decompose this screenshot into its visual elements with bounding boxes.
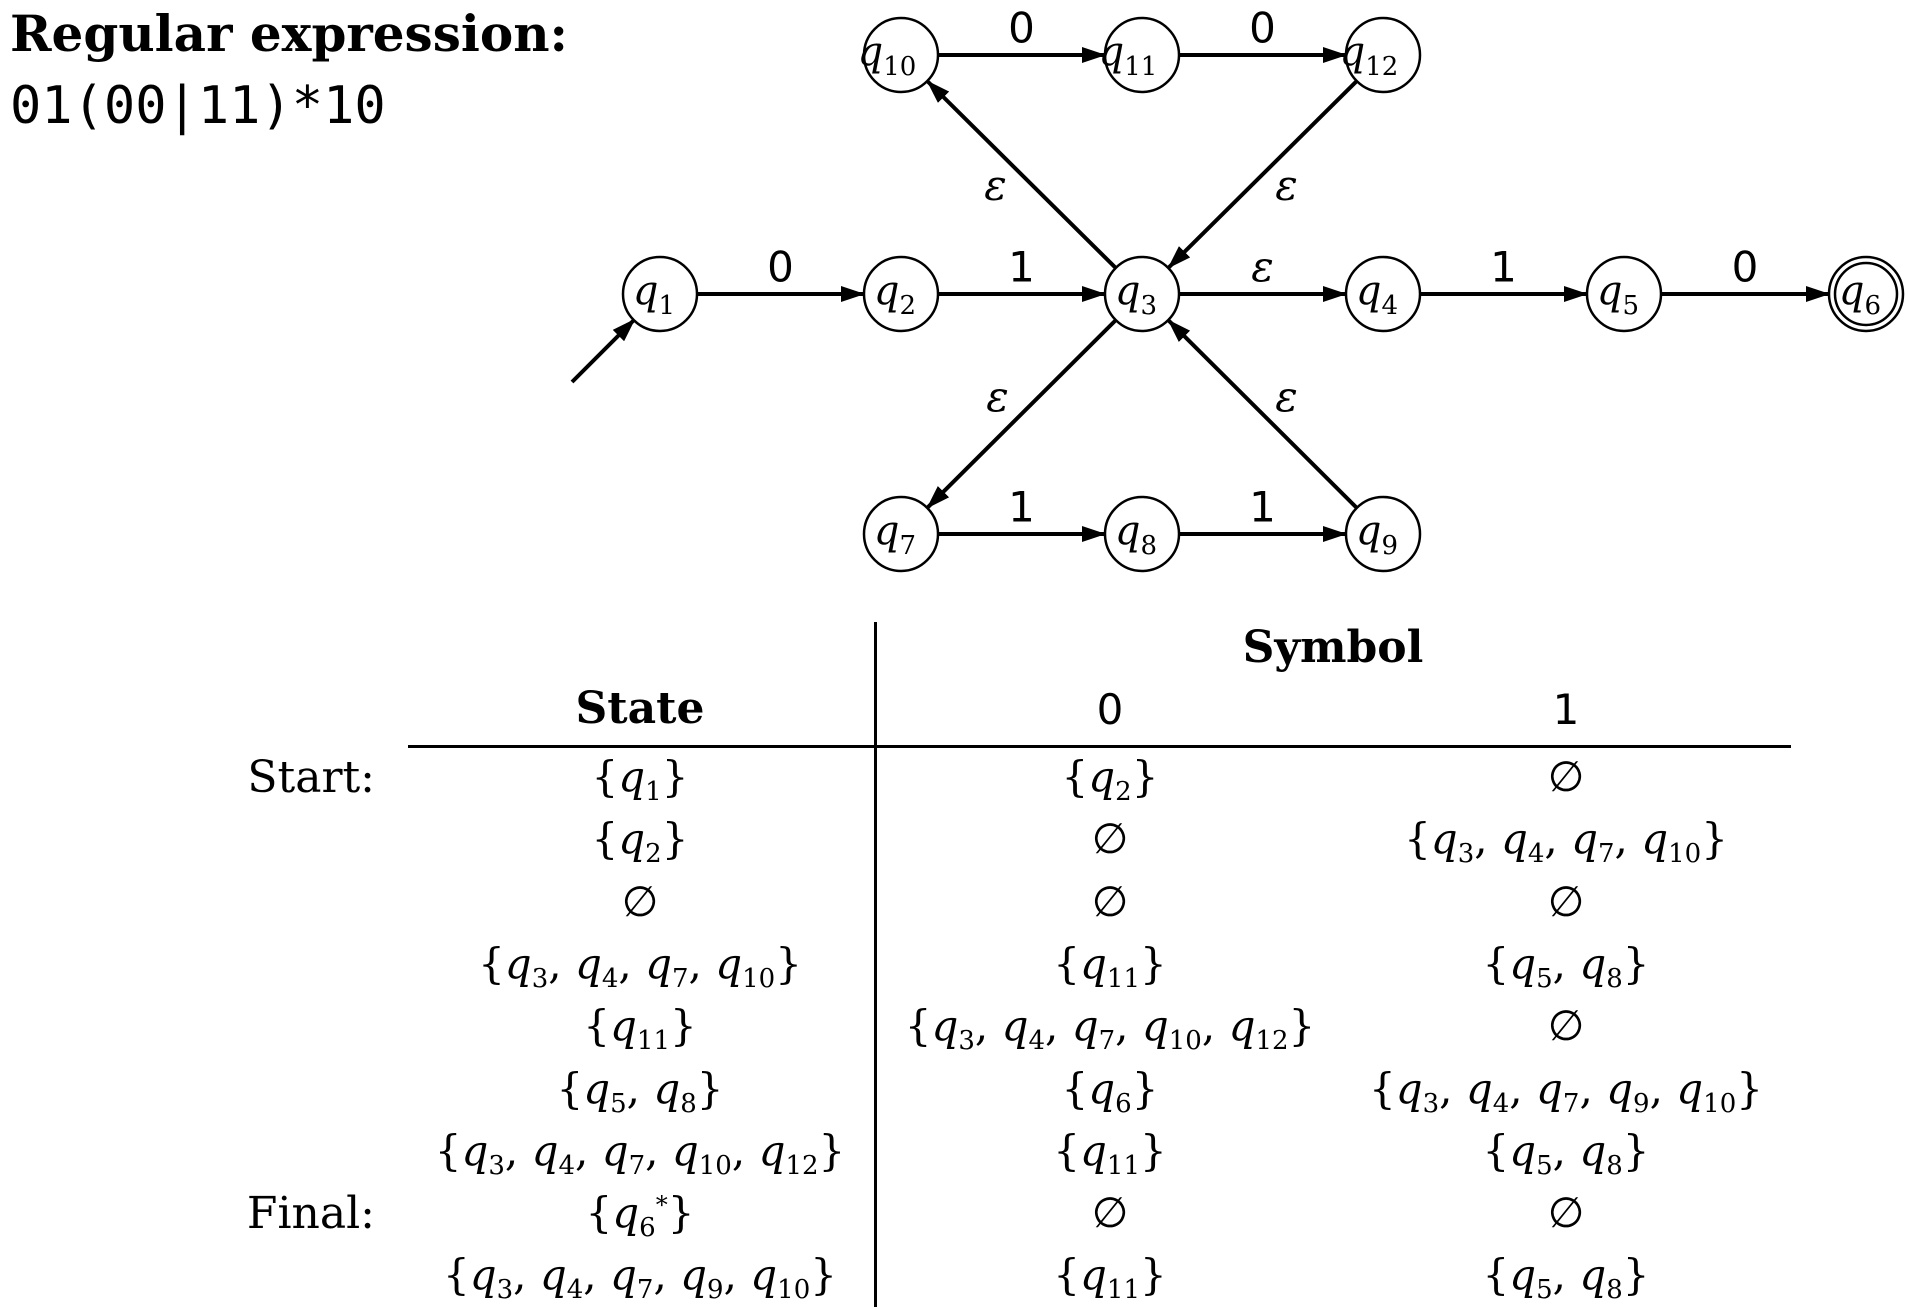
state-circle — [1585, 255, 1663, 333]
state-circle — [1103, 495, 1181, 573]
edge-label-q10-q11: 0 — [1008, 4, 1035, 53]
cell-on-1: {q3, q4, q7, q9, q10} — [1368, 1064, 1764, 1119]
row-label: Final: — [246, 1188, 375, 1239]
state-circle — [1103, 16, 1181, 94]
cell-on-1: ∅ — [1547, 1001, 1585, 1050]
state-label: q5 — [1597, 268, 1639, 321]
edge-label-q2-q3: 1 — [1008, 243, 1035, 292]
cell-on-0: ∅ — [1091, 814, 1129, 863]
state-q7: q7 — [862, 495, 940, 573]
state-circle — [621, 255, 699, 333]
cell-on-0: {q11} — [1053, 1126, 1167, 1181]
cell-on-1: ∅ — [1547, 877, 1585, 926]
edge-q9-q3 — [1167, 319, 1359, 510]
symbol-header: Symbol — [1242, 622, 1424, 673]
cell-state: {q3, q4, q7, q9, q10} — [442, 1250, 838, 1305]
state-label: q9 — [1356, 508, 1398, 561]
state-circle — [1344, 16, 1422, 94]
cell-on-0: {q11} — [1053, 1250, 1167, 1305]
column-rule — [874, 622, 877, 1307]
cell-on-0: ∅ — [1091, 1188, 1129, 1237]
cell-state: {q6*} — [585, 1188, 695, 1243]
cell-state: {q5, q8} — [556, 1064, 724, 1119]
state-label: q7 — [874, 508, 916, 561]
state-q12: q12 — [1340, 16, 1422, 94]
state-circle — [862, 495, 940, 573]
state-q3: q3 — [1103, 255, 1181, 333]
header-rule — [408, 745, 1791, 748]
cell-on-1: {q5, q8} — [1482, 1250, 1650, 1305]
regex-heading: Regular expression: — [10, 4, 569, 63]
state-label: q1 — [633, 268, 675, 321]
edge-label-q11-q12: 0 — [1249, 4, 1276, 53]
cell-state: ∅ — [621, 877, 659, 926]
edge-label-q4-q5: 1 — [1490, 243, 1517, 292]
edge-q12-q3 — [1167, 79, 1359, 269]
state-label: q8 — [1115, 508, 1157, 561]
cell-on-0: ∅ — [1091, 877, 1129, 926]
state-q8: q8 — [1103, 495, 1181, 573]
edge-label-q7-q8: 1 — [1008, 483, 1035, 532]
edge-label-q3-q4: ε — [1251, 242, 1274, 291]
state-label: q12 — [1340, 29, 1399, 82]
symbol-1-header: 1 — [1552, 685, 1580, 734]
state-q2: q2 — [862, 255, 940, 333]
cell-on-1: {q5, q8} — [1482, 939, 1650, 994]
cell-state: {q2} — [591, 814, 689, 869]
cell-state: {q11} — [583, 1001, 697, 1056]
cell-on-1: ∅ — [1547, 1188, 1585, 1237]
state-label: q3 — [1115, 268, 1157, 321]
state-label: q4 — [1356, 268, 1398, 321]
state-label: q11 — [1099, 29, 1158, 82]
edge-label-q3-q10: ε — [984, 161, 1007, 210]
accepting-ring — [1833, 261, 1899, 327]
cell-on-0: {q2} — [1061, 752, 1159, 807]
state-q6: q6 — [1827, 255, 1905, 333]
state-circle — [1103, 255, 1181, 333]
cell-on-1: ∅ — [1547, 752, 1585, 801]
state-label: q10 — [858, 29, 917, 82]
state-circle — [1344, 255, 1422, 333]
cell-on-0: {q3, q4, q7, q10, q12} — [904, 1001, 1316, 1056]
edge-label-q1-q2: 0 — [767, 243, 794, 292]
state-header: State — [575, 683, 705, 734]
edge-label-q9-q3: ε — [1275, 372, 1298, 421]
edge-label-q5-q6: 0 — [1732, 243, 1759, 292]
edge-label-q8-q9: 1 — [1249, 483, 1276, 532]
regex-value: 01(00|11)*10 — [10, 76, 386, 136]
cell-state: {q1} — [591, 752, 689, 807]
state-q11: q11 — [1099, 16, 1181, 94]
edge-label-q3-q7: ε — [986, 372, 1009, 421]
cell-on-1: {q3, q4, q7, q10} — [1404, 814, 1728, 869]
cell-state: {q3, q4, q7, q10} — [478, 939, 802, 994]
state-label: q2 — [874, 268, 916, 321]
cell-on-0: {q6} — [1061, 1064, 1159, 1119]
state-q1: q1 — [621, 255, 699, 333]
state-q9: q9 — [1344, 495, 1422, 573]
state-label: q6 — [1839, 268, 1881, 321]
state-q4: q4 — [1344, 255, 1422, 333]
edge-q3-q10 — [926, 80, 1118, 270]
state-q5: q5 — [1585, 255, 1663, 333]
cell-state: {q3, q4, q7, q10, q12} — [434, 1126, 846, 1181]
state-circle — [1344, 495, 1422, 573]
state-circle — [862, 16, 940, 94]
symbol-0-header: 0 — [1096, 685, 1124, 734]
state-q10: q10 — [858, 16, 940, 94]
cell-on-0: {q11} — [1053, 939, 1167, 994]
cell-on-1: {q5, q8} — [1482, 1126, 1650, 1181]
start-arrow — [570, 318, 636, 384]
state-circle — [862, 255, 940, 333]
edge-label-q12-q3: ε — [1275, 161, 1298, 210]
row-label: Start: — [247, 752, 375, 803]
edge-q3-q7 — [926, 318, 1118, 509]
